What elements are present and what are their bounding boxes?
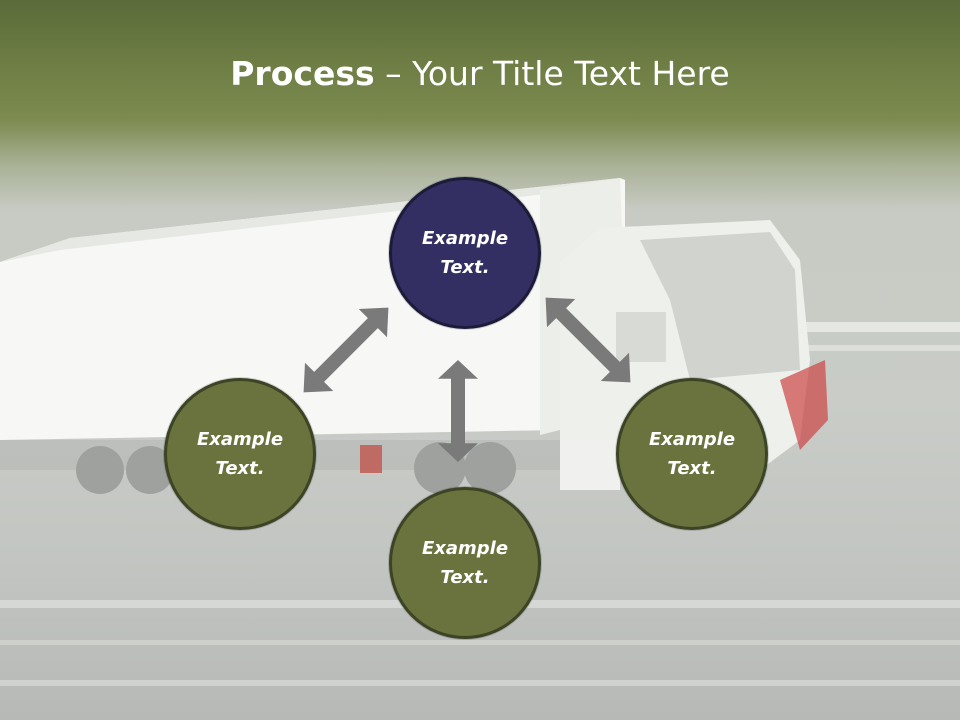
node-top: Example Text. (389, 177, 541, 329)
arrow-top-bottom (438, 360, 478, 462)
node-right: Example Text. (616, 378, 768, 530)
node-bottom-label: Example Text. (421, 538, 509, 588)
node-right-label: Example Text. (648, 429, 736, 479)
arrow-top-right (531, 283, 645, 397)
node-bottom: Example Text. (389, 487, 541, 639)
node-left: Example Text. (164, 378, 316, 530)
slide-title: Process – Your Title Text Here (0, 52, 960, 96)
arrow-top-left (289, 293, 403, 407)
title-rest: – Your Title Text Here (374, 54, 730, 93)
node-left-label: Example Text. (196, 429, 284, 479)
node-top-label: Example Text. (421, 228, 509, 278)
title-bold: Process (230, 54, 375, 93)
